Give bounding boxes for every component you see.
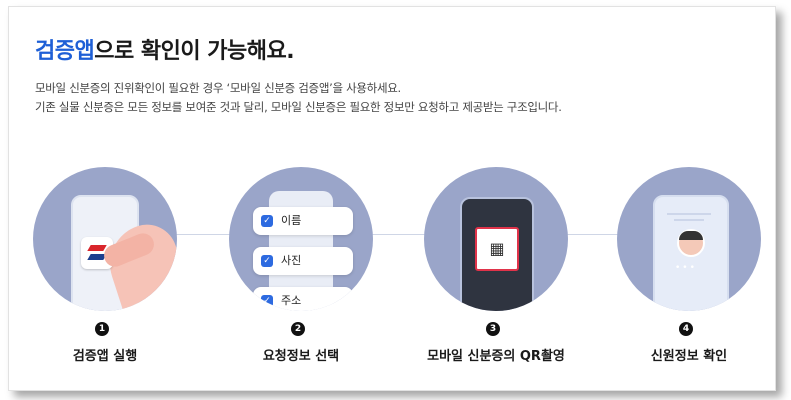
step-2-illustration: ✓ 이름 ✓ 사진 ✓ 주소	[229, 167, 373, 311]
description-line-2: 기존 실물 신분증은 모든 정보를 보여준 것과 달리, 모바일 신분증은 필요…	[35, 100, 562, 114]
step-label: 모바일 신분증의 QR촬영	[427, 349, 565, 364]
step-label: 검증앱 실행	[72, 349, 138, 364]
option-address: ✓ 주소	[253, 287, 353, 311]
option-name: ✓ 이름	[253, 207, 353, 235]
page-title: 검증앱으로 확인이 가능해요.	[35, 33, 295, 65]
step-connector-3	[564, 234, 634, 235]
step-connector-2	[369, 234, 439, 235]
dots-icon: •••	[675, 263, 697, 273]
step-3-illustration: ▦	[424, 167, 568, 311]
option-photo: ✓ 사진	[253, 247, 353, 275]
step-connector-1	[169, 234, 249, 235]
checkbox-checked-icon: ✓	[261, 295, 273, 307]
step-label: 요청정보 선택	[262, 349, 340, 364]
step-number: 3	[486, 322, 500, 336]
qr-code-icon: ▦	[489, 239, 505, 258]
step-4-illustration: •••	[617, 167, 761, 311]
checkbox-checked-icon: ✓	[261, 215, 273, 227]
step-number: 1	[95, 322, 109, 336]
title-rest: 으로 확인이 가능해요.	[94, 39, 295, 64]
profile-photo-icon	[677, 229, 705, 257]
phone-icon	[460, 197, 534, 311]
step-number: 4	[679, 322, 693, 336]
qr-scan-frame: ▦	[475, 227, 519, 271]
checkbox-checked-icon: ✓	[261, 255, 273, 267]
content-card: 검증앱으로 확인이 가능해요. 모바일 신분증의 진위확인이 필요한 경우 ‘모…	[8, 6, 776, 391]
step-1-illustration	[33, 167, 177, 311]
step-label: 신원정보 확인	[650, 349, 728, 364]
description-line-1: 모바일 신분증의 진위확인이 필요한 경우 ‘모바일 신분증 검증앱’을 사용하…	[35, 81, 401, 95]
title-accent: 검증앱	[35, 39, 95, 64]
step-number: 2	[291, 322, 305, 336]
